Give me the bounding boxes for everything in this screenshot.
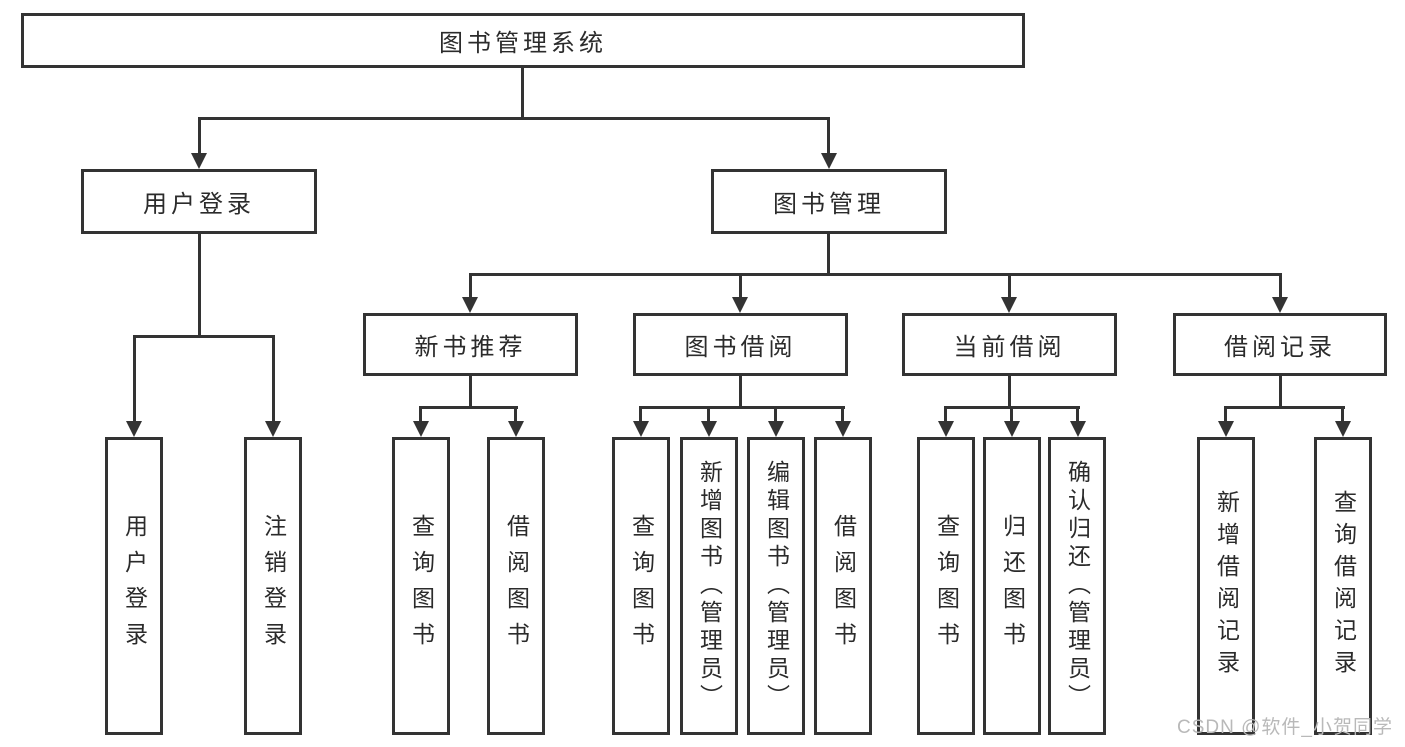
leaf-query-books-current: 查询图书 [917, 437, 975, 735]
leaf-logout: 注销登录 [244, 437, 302, 735]
connector-recommend-hline [419, 406, 518, 409]
connector-user-login-hline [133, 335, 275, 338]
connector-to-leaf-user-login [133, 335, 136, 423]
arrowhead-leaf-7 [768, 421, 784, 437]
connector-level1-hline [198, 117, 830, 120]
connector-to-current-borrowing [1008, 273, 1011, 299]
leaf-query-books-borrowing: 查询图书 [612, 437, 670, 735]
arrowhead-leaf-9 [938, 421, 954, 437]
connector-to-new-book-recommend [469, 273, 472, 299]
connector-to-user-login [198, 117, 201, 155]
connector-to-leaf-5 [639, 406, 642, 423]
arrowhead-borrowing-records [1272, 297, 1288, 313]
leaf-borrow-books-recommend-label: 借阅图书 [503, 514, 530, 658]
arrowhead-leaf-user-login [126, 421, 142, 437]
node-borrowing-records: 借阅记录 [1173, 313, 1387, 376]
connector-to-book-management [827, 117, 830, 155]
leaf-edit-books-admin: 编辑图书（管理员） [747, 437, 805, 735]
connector-user-login-trunk [198, 234, 201, 338]
arrowhead-leaf-13 [1335, 421, 1351, 437]
leaf-query-books-current-label: 查询图书 [933, 514, 960, 658]
connector-borrowing-trunk [739, 376, 742, 409]
arrowhead-leaf-11 [1070, 421, 1086, 437]
connector-borrowing-hline [639, 406, 845, 409]
connector-root-trunk [521, 68, 524, 117]
leaf-borrow-books-label: 借阅图书 [830, 514, 857, 658]
connector-to-leaf-logout [272, 335, 275, 423]
arrowhead-user-login [191, 153, 207, 169]
leaf-confirm-return-admin-label: 确认归还（管理员） [1064, 460, 1091, 712]
leaf-add-books-admin: 新增图书（管理员） [680, 437, 738, 735]
leaf-add-books-admin-label: 新增图书（管理员） [696, 460, 723, 712]
connector-to-leaf-9 [944, 406, 947, 423]
connector-to-leaf-13 [1341, 406, 1344, 423]
csdn-watermark: CSDN @软件_小贺同学 [1177, 717, 1393, 738]
node-book-management-label: 图书管理 [773, 191, 885, 218]
arrowhead-book-borrowing [732, 297, 748, 313]
connector-to-leaf-4 [514, 406, 517, 423]
leaf-user-login-label: 用户登录 [121, 514, 148, 658]
leaf-borrow-books-recommend: 借阅图书 [487, 437, 545, 735]
connector-to-leaf-6 [707, 406, 710, 423]
leaf-logout-label: 注销登录 [260, 514, 287, 658]
arrowhead-leaf-6 [701, 421, 717, 437]
leaf-add-borrow-record: 新增借阅记录 [1197, 437, 1255, 735]
arrowhead-leaf-8 [835, 421, 851, 437]
connector-recommend-trunk [469, 376, 472, 409]
node-user-login-label: 用户登录 [143, 191, 255, 218]
node-book-management: 图书管理 [711, 169, 947, 234]
leaf-query-books-recommend: 查询图书 [392, 437, 450, 735]
leaf-query-borrow-record: 查询借阅记录 [1314, 437, 1372, 735]
arrowhead-leaf-5 [633, 421, 649, 437]
leaf-return-books-label: 归还图书 [999, 514, 1026, 658]
arrowhead-leaf-12 [1218, 421, 1234, 437]
arrowhead-leaf-4 [508, 421, 524, 437]
connector-to-borrowing-records [1279, 273, 1282, 299]
node-user-login: 用户登录 [81, 169, 317, 234]
node-new-book-recommend: 新书推荐 [363, 313, 578, 376]
node-root: 图书管理系统 [21, 13, 1025, 68]
leaf-user-login: 用户登录 [105, 437, 163, 735]
arrowhead-leaf-logout [265, 421, 281, 437]
leaf-query-books-recommend-label: 查询图书 [408, 514, 435, 658]
connector-records-trunk [1279, 376, 1282, 409]
arrowhead-current-borrowing [1001, 297, 1017, 313]
leaf-borrow-books: 借阅图书 [814, 437, 872, 735]
node-new-book-recommend-label: 新书推荐 [414, 334, 527, 361]
connector-to-leaf-3 [419, 406, 422, 423]
connector-level3-hline [469, 273, 1282, 276]
connector-current-trunk [1008, 376, 1011, 409]
leaf-query-borrow-record-label: 查询借阅记录 [1330, 490, 1357, 682]
node-root-label: 图书管理系统 [439, 30, 607, 57]
leaf-return-books: 归还图书 [983, 437, 1041, 735]
node-book-borrowing: 图书借阅 [633, 313, 848, 376]
arrowhead-leaf-10 [1004, 421, 1020, 437]
connector-to-leaf-8 [841, 406, 844, 423]
connector-records-hline [1224, 406, 1345, 409]
leaf-query-books-borrowing-label: 查询图书 [628, 514, 655, 658]
connector-to-leaf-11 [1076, 406, 1079, 423]
connector-to-leaf-7 [774, 406, 777, 423]
leaf-confirm-return-admin: 确认归还（管理员） [1048, 437, 1106, 735]
node-borrowing-records-label: 借阅记录 [1224, 334, 1336, 361]
node-current-borrowing: 当前借阅 [902, 313, 1117, 376]
leaf-add-borrow-record-label: 新增借阅记录 [1213, 490, 1240, 682]
connector-to-leaf-10 [1010, 406, 1013, 423]
arrowhead-leaf-3 [413, 421, 429, 437]
connector-to-book-borrowing [739, 273, 742, 299]
arrowhead-book-management [821, 153, 837, 169]
node-book-borrowing-label: 图书借阅 [684, 334, 797, 361]
leaf-edit-books-admin-label: 编辑图书（管理员） [763, 460, 790, 712]
connector-to-leaf-12 [1224, 406, 1227, 423]
node-current-borrowing-label: 当前借阅 [953, 334, 1066, 361]
connector-book-management-trunk [827, 233, 830, 276]
arrowhead-new-book-recommend [462, 297, 478, 313]
